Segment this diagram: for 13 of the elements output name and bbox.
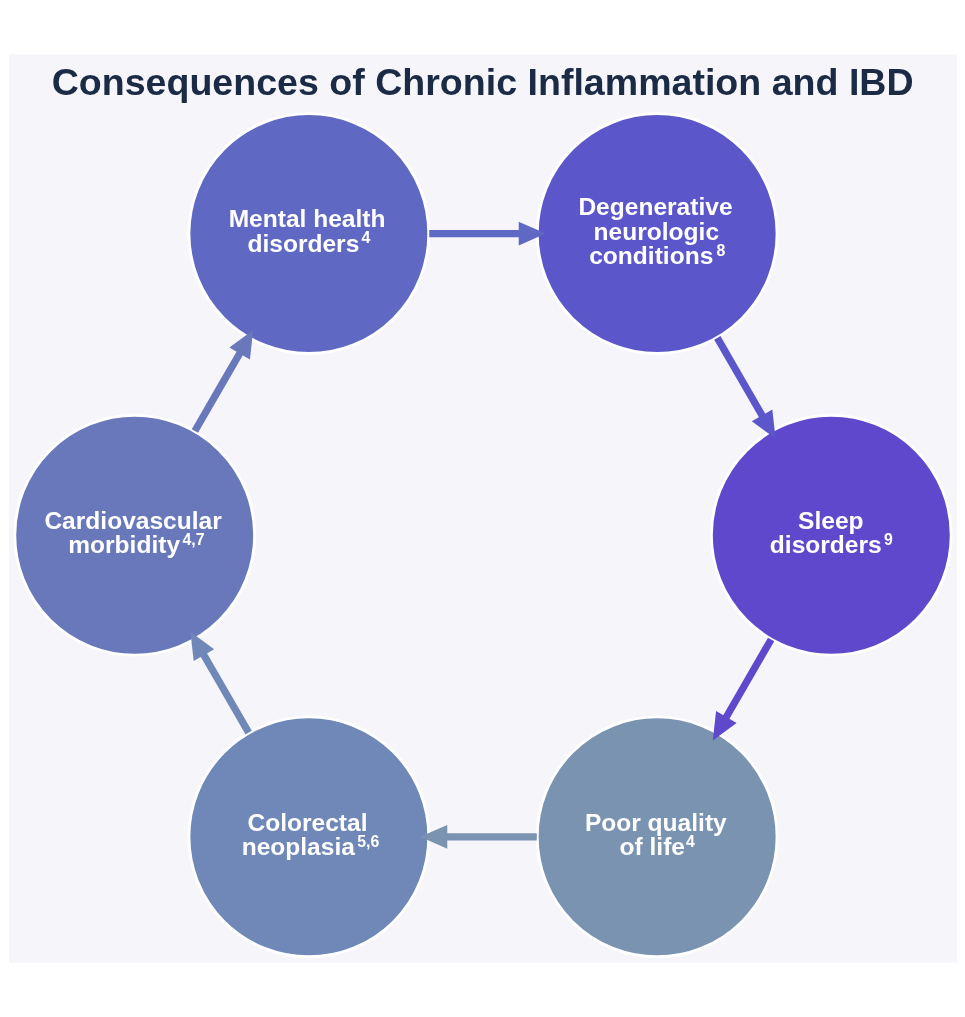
arrow (191, 330, 253, 433)
node-circle: Cardiovascular morbidity$^{4,7}$ (12, 413, 256, 657)
arrow (189, 631, 252, 735)
node-circle: Degenerative neurologic conditions$^{8}$ (535, 112, 779, 355)
node-circle: Mental health disorders$^{4}$ (186, 112, 430, 355)
arrow (712, 637, 774, 741)
node-circle: Sleep disorders$^{9}$ (709, 413, 953, 657)
node-circle: Colorectal neoplasia$^{5,6}$ (186, 715, 430, 959)
arrow (713, 336, 776, 439)
arrow (428, 221, 546, 246)
diagram-title: Consequences of Chronic Inflammation and IBD (51, 60, 914, 103)
arrow (419, 825, 537, 849)
node-circle: Poor quality of life$^{4}$ (535, 715, 779, 959)
